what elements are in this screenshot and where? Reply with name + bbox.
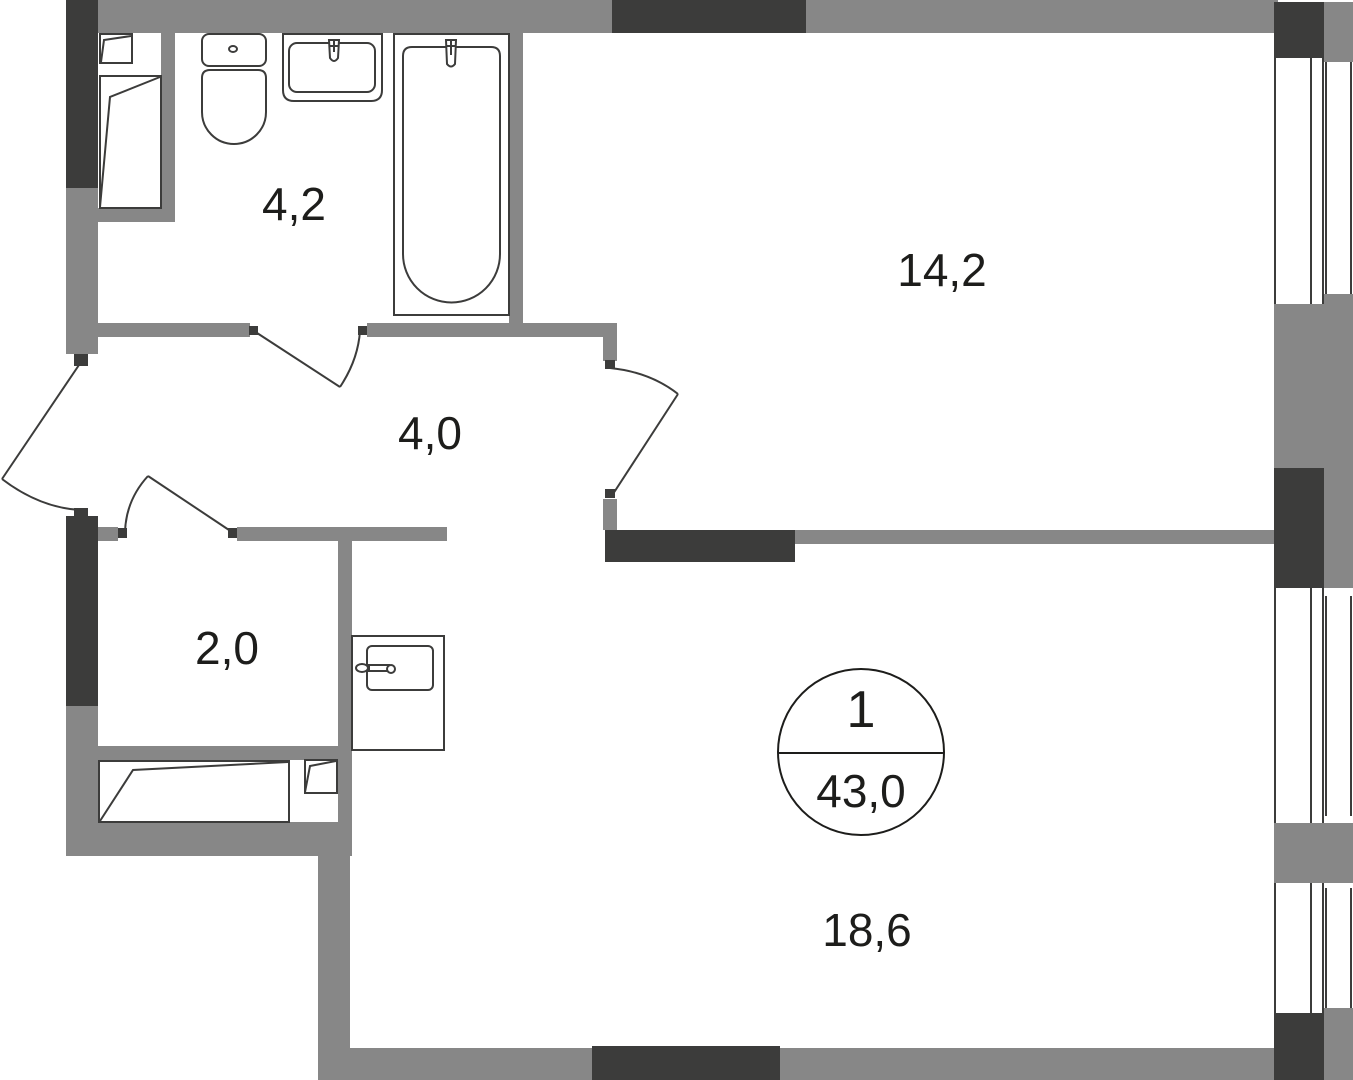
- window-bedroom: [1274, 58, 1353, 304]
- kitchen-sink-icon: [351, 635, 445, 751]
- room-area-living-kitchen: 18,6: [822, 904, 912, 956]
- bathroom-door: [253, 330, 361, 388]
- room-area-bathroom: 4,2: [262, 178, 326, 230]
- room-area-bedroom: 14,2: [897, 244, 987, 296]
- bedroom-door: [609, 367, 679, 495]
- room-area-storage: 2,0: [195, 622, 259, 674]
- rooms-count: 1: [846, 681, 876, 739]
- windows: [1274, 58, 1353, 1013]
- apartment-badge: 1 43,0: [777, 668, 945, 836]
- bathtub-icon: [393, 33, 510, 316]
- washbasin-icon: [282, 33, 383, 102]
- storage-door: [124, 475, 233, 533]
- entrance-door: [1, 361, 82, 511]
- wardrobe-icon: [99, 33, 162, 209]
- window-living-2: [1274, 883, 1353, 1013]
- wardrobe-bottom-icon: [98, 759, 338, 823]
- total-area: 43,0: [816, 765, 906, 817]
- window-living-1: [1274, 588, 1353, 823]
- doors: [1, 330, 679, 533]
- interior-walls: [98, 33, 1274, 822]
- toilet-icon: [201, 33, 267, 145]
- badge-divider: [779, 752, 943, 754]
- room-area-hallway: 4,0: [398, 407, 462, 459]
- outer-walls: [66, 0, 1353, 1080]
- fixtures: [98, 33, 510, 823]
